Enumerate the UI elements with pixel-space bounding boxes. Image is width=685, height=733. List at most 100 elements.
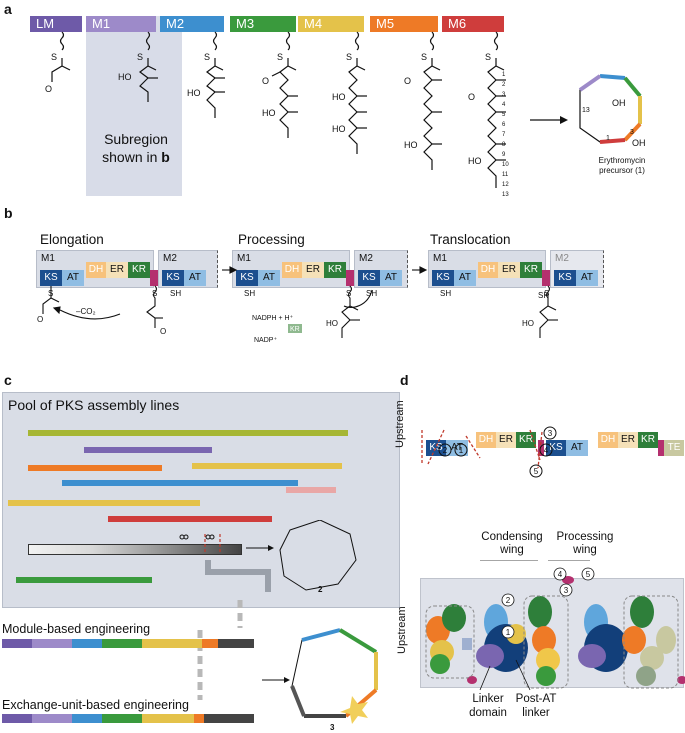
subregion-label: Subregion shown in b [96,130,176,166]
b3-at: AT [454,270,476,286]
b-ho-2: HO [522,319,534,328]
svg-text:O: O [468,92,475,102]
d-er-2-label: ER [621,434,635,445]
b-sh-5: SH [538,291,549,300]
b3-at-label: AT [458,272,472,283]
pool-line-7 [8,500,200,506]
d-acp-1 [538,440,544,456]
b2-m2-label: M2 [359,253,373,264]
b2-at-label: AT [262,272,276,283]
panel-d-structure: 2 1 4 5 3 [425,560,685,691]
pool-line-8 [108,516,272,522]
d-at-2: AT [566,440,588,456]
svg-text:S: S [485,52,491,62]
b3-m2-label: M2 [555,253,569,264]
b-ho-1: HO [326,319,338,328]
d-dh-1: DH [476,432,496,448]
pool-line-gray [28,544,242,555]
svg-text:13: 13 [502,192,509,198]
b2-dh: DH [282,262,302,278]
b3-er: ER [498,262,520,278]
module-m1: M1 [86,16,156,32]
svg-text:S: S [346,52,352,62]
d-ks-1: KS [426,440,446,456]
svg-text:HO: HO [332,124,346,134]
condensing-wing-1: Condensing [481,531,543,543]
b1-ks-label: KS [44,272,58,283]
d-dh-2: DH [598,432,618,448]
d-te-label: TE [667,442,681,453]
pool-line-5 [62,480,298,486]
svg-text:O: O [404,76,411,86]
b3-ks: KS [432,270,454,286]
b-sh-3: SH [366,289,377,298]
b3-acp [542,270,550,286]
processing-wing-label: Processing wing [550,531,620,557]
svg-text:13: 13 [582,107,590,114]
d-struct-site-1: 1 [506,628,511,637]
svg-text:4: 4 [502,102,506,108]
panel-d-top-sites: 1 2 3 4 5 [421,426,557,478]
module-m1-label: M1 [92,16,111,31]
b-nadph: NADPH + H⁺ [252,315,294,322]
svg-text:5: 5 [502,112,506,118]
svg-text:HO: HO [187,88,201,98]
b1-acp [150,270,158,286]
svg-text:O: O [37,315,43,324]
subregion-bold: b [161,149,170,165]
compound-2-number: 2 [318,585,323,594]
b3-m2-at-label: AT [580,272,594,283]
d-struct-site-3: 3 [564,586,569,595]
exchange-based-label: Exchange-unit-based engineering [2,698,189,712]
svg-text:1: 1 [606,135,610,142]
compound-3-number: 3 [330,723,335,732]
linker-domain-1: Linker [472,693,504,705]
b1-at: AT [62,270,84,286]
svg-text:S: S [137,52,143,62]
b2-m2-at-label: AT [384,272,398,283]
pool-line-6 [286,487,336,493]
module-m5-label: M5 [376,16,395,31]
b1-ks: KS [40,270,62,286]
d-site-3: 3 [548,429,553,438]
svg-text:S: S [51,52,57,62]
pool-line-1 [28,430,348,436]
b1-kr: KR [128,262,150,278]
svg-text:3: 3 [630,129,634,136]
b1-dh-label: DH [88,264,104,275]
b1-kr-label: KR [132,264,146,275]
module-lm-label: LM [36,16,55,31]
linker-domain-label: Linker domain [460,692,516,720]
pool-line-2 [84,447,212,453]
pool-line-3 [28,465,162,471]
d-kr-1: KR [516,432,536,448]
module-m6-label: M6 [448,16,467,31]
b3-dh-label: DH [480,264,496,275]
b3-m2-at: AT [576,270,598,286]
b1-er-label: ER [110,264,124,275]
product-name: Erythromycin [598,156,646,165]
svg-text:OH: OH [612,98,626,108]
panel-b-letter: b [4,205,13,221]
svg-text:S: S [544,289,549,298]
condensing-wing-label: Condensing wing [480,531,544,557]
b2-kr-label: KR [328,264,342,275]
module-m4-label: M4 [304,16,323,31]
d-dh-2-label: DH [600,434,616,445]
b3-kr: KR [520,262,542,278]
stage-processing: Processing [238,232,305,247]
d-ks-2-label: KS [549,442,563,453]
d-ks-2: KS [546,440,566,456]
svg-text:HO: HO [262,108,276,118]
svg-text:S: S [346,289,351,298]
subregion-line1: Subregion [104,131,168,147]
d-acp-2 [658,440,664,456]
module-based-line [2,639,254,648]
module-m5: M5 [370,16,438,32]
chain-numbers: 1 2 3 4 5 6 7 8 9 10 11 12 13 [502,72,509,198]
svg-text:7: 7 [502,132,506,138]
module-m2-label: M2 [166,16,185,31]
svg-text:3: 3 [502,92,506,98]
d-ks-1-label: KS [429,442,443,453]
